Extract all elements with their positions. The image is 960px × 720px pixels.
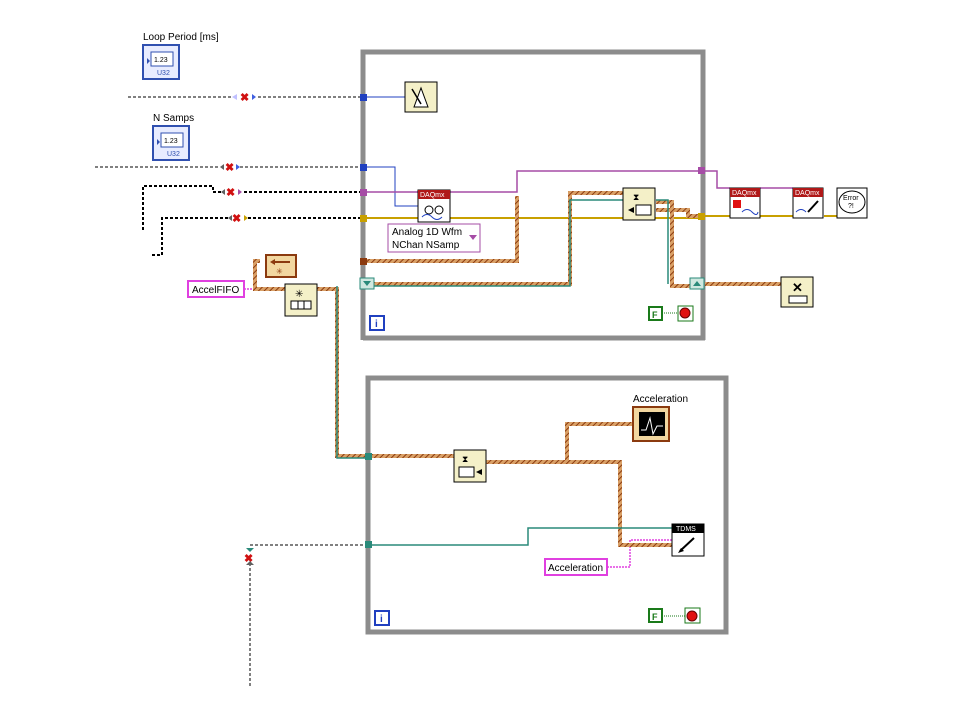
top-stop-terminal[interactable]: F — [648, 305, 694, 322]
right-shift-register[interactable] — [689, 277, 705, 290]
svg-text:✖: ✖ — [225, 162, 234, 174]
acceleration-string-constant[interactable]: Acceleration — [544, 558, 608, 576]
svg-text:AccelFIFO: AccelFIFO — [192, 285, 239, 296]
left-shift-register[interactable] — [359, 277, 375, 290]
acceleration-graph-label: Acceleration — [633, 394, 688, 405]
loop-tunnels — [360, 94, 705, 548]
bottom-while-loop[interactable] — [365, 375, 729, 635]
svg-text:✖: ✖ — [232, 213, 241, 225]
string-wire — [244, 288, 672, 568]
bottom-iteration-terminal: i — [374, 610, 390, 626]
svg-text:✖: ✖ — [240, 92, 249, 104]
daqmx-stop-node[interactable]: DAQmx — [729, 187, 761, 219]
broken-wire-x-icon: ✖ — [244, 548, 254, 565]
error-handler-node[interactable]: Error ?! — [836, 187, 868, 219]
numeric-wires — [366, 96, 418, 207]
task-wire — [366, 170, 793, 193]
svg-text:Analog 1D Wfm: Analog 1D Wfm — [392, 227, 462, 238]
bottom-stop-terminal[interactable]: F — [648, 607, 701, 624]
top-iteration-terminal: i — [369, 315, 385, 331]
daqmx-read-node[interactable]: DAQmx — [417, 189, 451, 223]
release-queue-node[interactable]: ✕ — [780, 276, 814, 308]
refnum-wires — [336, 199, 672, 546]
svg-text:Acceleration: Acceleration — [548, 563, 603, 574]
svg-text:i: i — [380, 614, 383, 625]
svg-text:TDMS: TDMS — [676, 526, 696, 533]
svg-text:✳: ✳ — [276, 267, 283, 276]
accel-fifo-constant[interactable]: AccelFIFO — [187, 280, 245, 298]
svg-text:⧗: ⧗ — [462, 454, 468, 464]
broken-wire-x-icon: ✖ — [221, 187, 242, 199]
loop-period-control[interactable]: 1.23 U32 — [142, 44, 180, 80]
dbl-wire — [366, 215, 838, 219]
svg-text:?!: ?! — [848, 203, 854, 210]
svg-text:✕: ✕ — [792, 280, 803, 295]
broken-wire-x-icon: ✖ — [228, 213, 248, 225]
broken-wires — [95, 96, 367, 688]
broken-wire-x-icon: ✖ — [232, 92, 256, 104]
unbundle-error-node[interactable]: ✳ — [265, 254, 297, 278]
svg-text:Error: Error — [843, 195, 859, 202]
svg-text:✖: ✖ — [226, 187, 235, 199]
daqmx-clear-node[interactable]: DAQmx — [792, 187, 824, 219]
chevron-down-icon — [469, 235, 477, 240]
svg-text:DAQmx: DAQmx — [420, 192, 445, 199]
svg-text:F: F — [652, 310, 658, 320]
svg-text:i: i — [375, 319, 378, 330]
acceleration-graph-indicator[interactable] — [632, 406, 670, 442]
svg-text:⧗: ⧗ — [633, 192, 639, 202]
svg-text:✳: ✳ — [295, 289, 303, 300]
n-samps-label: N Samps — [153, 113, 194, 124]
wait-metronome-icon[interactable] — [404, 81, 438, 113]
svg-text:NChan NSamp: NChan NSamp — [392, 240, 460, 251]
svg-text:DAQmx: DAQmx — [795, 190, 820, 197]
svg-text:U32: U32 — [167, 151, 180, 158]
svg-text:1.23: 1.23 — [164, 138, 178, 145]
daqmx-read-polymorphic-selector[interactable]: Analog 1D Wfm NChan NSamp — [387, 223, 481, 253]
svg-text:✖: ✖ — [244, 553, 253, 565]
n-samps-control[interactable]: 1.23 U32 — [152, 125, 190, 161]
dequeue-element-node[interactable]: ⧗ — [453, 449, 487, 483]
svg-text:F: F — [652, 612, 658, 622]
loop-period-label: Loop Period [ms] — [143, 32, 219, 43]
tdms-write-node[interactable]: TDMS — [671, 523, 705, 557]
svg-text:1.23: 1.23 — [154, 57, 168, 64]
broken-wire-x-icon: ✖ — [220, 162, 240, 174]
enqueue-element-node[interactable]: ⧗ — [622, 187, 656, 221]
svg-text:DAQmx: DAQmx — [732, 190, 757, 197]
svg-text:U32: U32 — [157, 70, 170, 77]
obtain-queue-node[interactable]: ✳ — [284, 283, 318, 317]
